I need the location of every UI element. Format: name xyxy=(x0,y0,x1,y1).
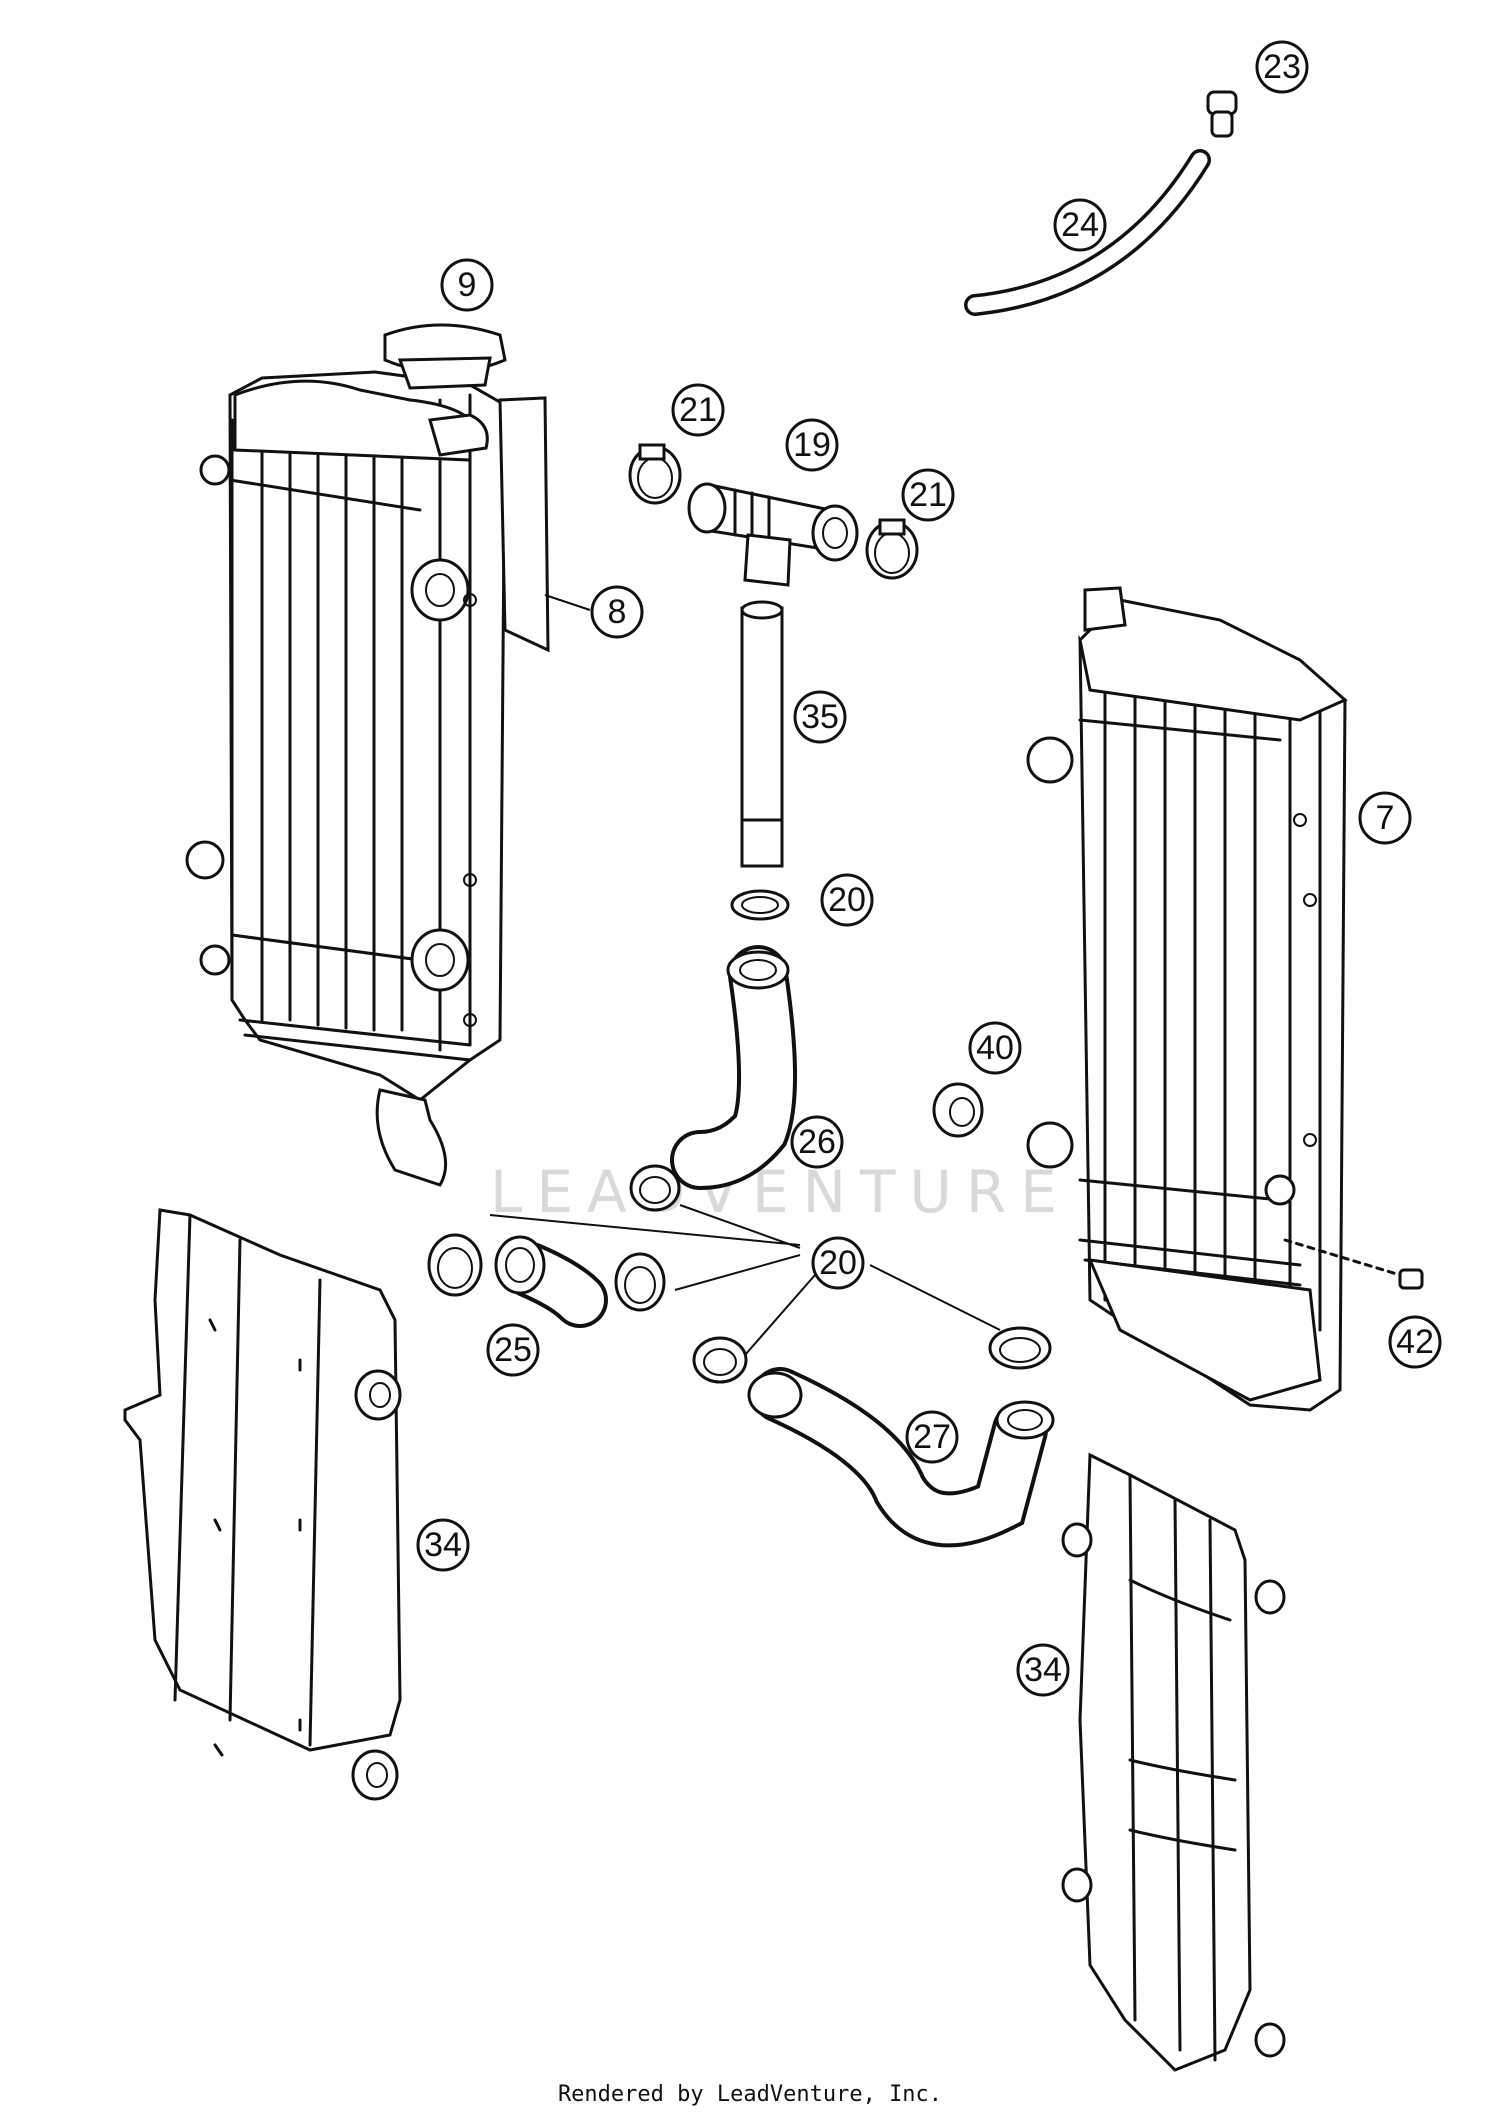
callout-20-pipe-number: 20 xyxy=(828,881,866,919)
left-radiator[interactable] xyxy=(185,370,550,1187)
callout-21-left[interactable]: 21 xyxy=(671,383,725,437)
clamp-upper-left[interactable] xyxy=(628,443,682,505)
callout-34-left-number: 34 xyxy=(424,1526,462,1564)
callout-7[interactable]: 7 xyxy=(1358,791,1412,845)
hose-26[interactable] xyxy=(670,945,798,1190)
callout-23-number: 23 xyxy=(1263,48,1301,86)
grommet[interactable] xyxy=(932,1082,984,1138)
callout-7-number: 7 xyxy=(1376,799,1395,837)
callout-8[interactable]: 8 xyxy=(590,585,644,639)
callouts: 8 9 7 19 21 21 23 24 xyxy=(416,40,1442,1697)
callout-35-number: 35 xyxy=(801,698,839,736)
callout-24-number: 24 xyxy=(1061,206,1099,244)
callout-19[interactable]: 19 xyxy=(785,418,839,472)
callout-20-group[interactable]: 20 xyxy=(811,1236,865,1290)
callout-21-right[interactable]: 21 xyxy=(901,468,955,522)
callout-24[interactable]: 24 xyxy=(1053,198,1107,252)
callout-26[interactable]: 26 xyxy=(790,1115,844,1169)
callout-34-right[interactable]: 34 xyxy=(1016,1643,1070,1697)
callout-23[interactable]: 23 xyxy=(1255,40,1309,94)
clamp-group[interactable] xyxy=(427,1164,1052,1384)
hose-27[interactable] xyxy=(747,1367,1055,1548)
breather-fitting[interactable] xyxy=(1206,90,1238,138)
callout-27-number: 27 xyxy=(913,1418,951,1456)
clamp-upper-right[interactable] xyxy=(865,518,919,580)
callout-25[interactable]: 25 xyxy=(486,1323,540,1377)
callout-42[interactable]: 42 xyxy=(1388,1315,1442,1369)
callout-40-number: 40 xyxy=(976,1029,1014,1067)
callout-9[interactable]: 9 xyxy=(440,258,494,312)
callout-40[interactable]: 40 xyxy=(968,1021,1022,1075)
radiator-cap[interactable] xyxy=(383,323,507,390)
footer-credit: Rendered by LeadVenture, Inc. xyxy=(557,2082,943,2107)
t-connector[interactable] xyxy=(687,482,859,587)
right-louver[interactable] xyxy=(1061,1452,1286,2072)
callout-34-left[interactable]: 34 xyxy=(416,1518,470,1572)
screw[interactable] xyxy=(1283,1238,1424,1290)
callout-leaders xyxy=(544,594,591,611)
callout-20-group-number: 20 xyxy=(819,1244,857,1282)
left-louver[interactable] xyxy=(123,1208,402,1801)
watermark-text: LEADVENTURE xyxy=(490,1158,1071,1226)
callout-9-number: 9 xyxy=(458,266,477,304)
callout-25-number: 25 xyxy=(494,1331,532,1369)
hose-25[interactable] xyxy=(494,1235,608,1328)
callout-26-number: 26 xyxy=(798,1123,836,1161)
callout-21-right-number: 21 xyxy=(909,476,947,514)
breather-hose[interactable] xyxy=(964,149,1211,316)
callout-34-right-number: 34 xyxy=(1024,1651,1062,1689)
callout-19-number: 19 xyxy=(793,426,831,464)
callout-27[interactable]: 27 xyxy=(905,1410,959,1464)
clamp-pipe[interactable] xyxy=(730,889,790,921)
callout-20-pipe[interactable]: 20 xyxy=(820,873,874,927)
callout-8-number: 8 xyxy=(608,593,627,631)
callout-42-number: 42 xyxy=(1396,1323,1434,1361)
callout-35[interactable]: 35 xyxy=(793,690,847,744)
connecting-pipe[interactable] xyxy=(740,600,784,868)
right-radiator[interactable] xyxy=(1026,586,1348,1412)
callout-21-left-number: 21 xyxy=(679,391,717,429)
